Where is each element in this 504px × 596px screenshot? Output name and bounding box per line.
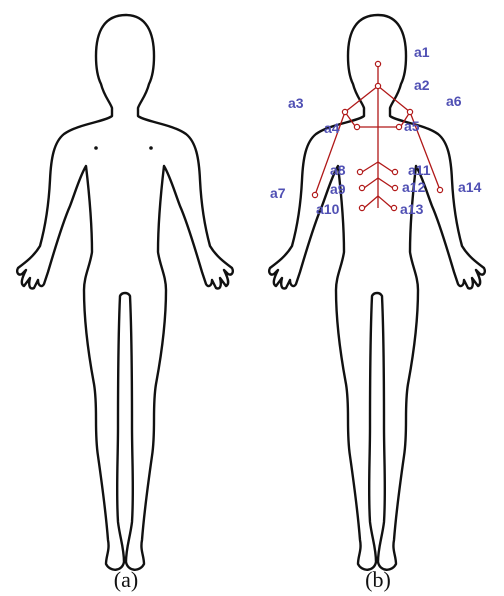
figure-b: a1 a2 a3 a4 a5 a6 a7 a8 a9 a10 a11 a12 a… bbox=[269, 15, 485, 570]
label-a6: a6 bbox=[446, 93, 462, 109]
edge-a2-a6 bbox=[378, 86, 410, 112]
label-a11: a11 bbox=[408, 162, 431, 178]
label-a3: a3 bbox=[288, 95, 304, 111]
label-a9: a9 bbox=[330, 181, 346, 197]
edge-spine-a12 bbox=[378, 178, 393, 188]
label-a4: a4 bbox=[324, 120, 340, 136]
node-a4 bbox=[354, 124, 359, 129]
edge-spine-a8 bbox=[362, 162, 378, 172]
node-a2 bbox=[375, 83, 380, 88]
node-a6 bbox=[407, 109, 412, 114]
label-a13: a13 bbox=[400, 201, 424, 217]
node-a13 bbox=[391, 205, 396, 210]
nipple-left-a bbox=[94, 146, 98, 150]
edge-a2-a3 bbox=[345, 86, 378, 112]
node-a1 bbox=[375, 61, 380, 66]
node-a10 bbox=[359, 205, 364, 210]
label-a10: a10 bbox=[316, 201, 340, 217]
label-a12: a12 bbox=[402, 179, 426, 195]
label-a7: a7 bbox=[270, 185, 286, 201]
node-a14 bbox=[437, 187, 442, 192]
label-a8: a8 bbox=[330, 162, 346, 178]
node-a9 bbox=[359, 185, 364, 190]
label-a14: a14 bbox=[458, 179, 482, 195]
node-a7 bbox=[312, 192, 317, 197]
node-a11 bbox=[392, 169, 397, 174]
label-a2: a2 bbox=[414, 77, 430, 93]
node-a12 bbox=[392, 185, 397, 190]
node-a8 bbox=[357, 169, 362, 174]
edge-spine-a11 bbox=[378, 162, 393, 172]
body-outline-a bbox=[17, 15, 233, 570]
caption-a: (a) bbox=[114, 567, 138, 592]
figure-a bbox=[17, 15, 233, 570]
node-a3 bbox=[342, 109, 347, 114]
edge-spine-a13 bbox=[378, 196, 392, 208]
edge-spine-a9 bbox=[364, 178, 378, 188]
caption-b: (b) bbox=[365, 567, 391, 592]
node-a5 bbox=[396, 124, 401, 129]
edge-spine-a10 bbox=[364, 196, 378, 208]
label-a5: a5 bbox=[404, 118, 420, 134]
nipple-right-a bbox=[149, 146, 153, 150]
label-a1: a1 bbox=[414, 44, 430, 60]
